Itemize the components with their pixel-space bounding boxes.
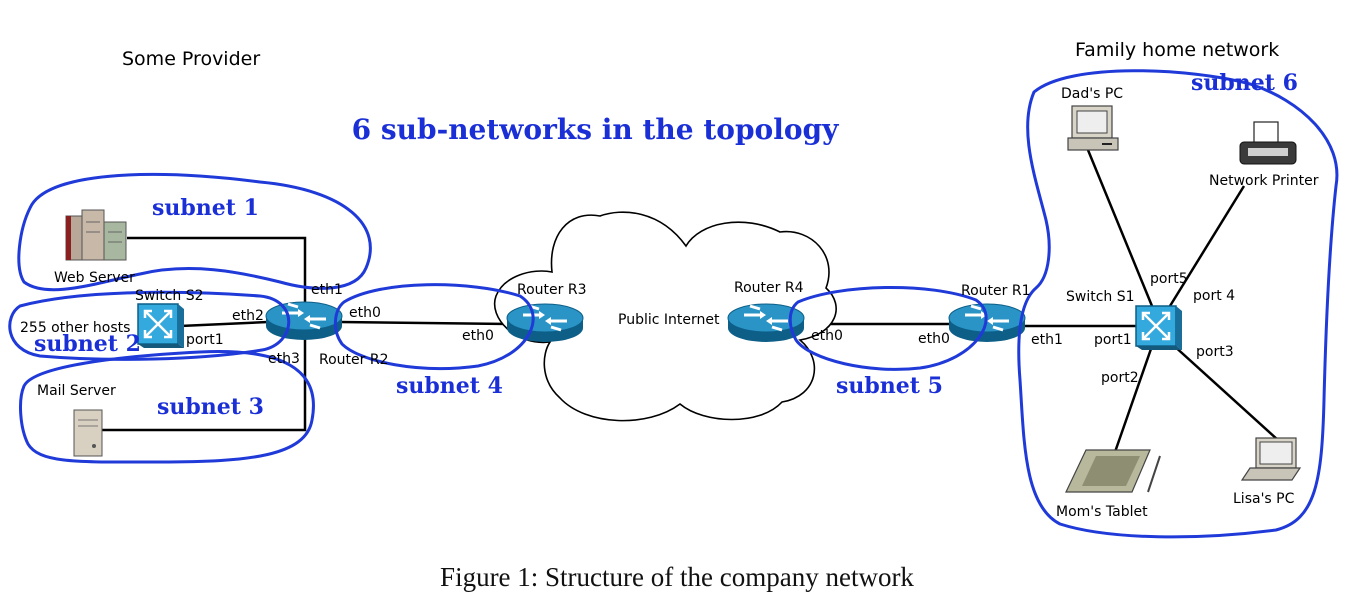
subnet-3-outline xyxy=(19,350,315,464)
r1-eth0-label: eth0 xyxy=(918,331,950,347)
subnet-2-label: subnet 2 xyxy=(34,331,141,357)
r1-eth1-label: eth1 xyxy=(1031,332,1063,348)
r2-eth2-label: eth2 xyxy=(232,308,264,324)
router-r3-icon[interactable] xyxy=(505,302,585,344)
subnet-1-outline xyxy=(17,173,372,292)
moms-tablet-icon[interactable] xyxy=(1065,449,1161,493)
switch-s2-icon[interactable] xyxy=(136,302,186,350)
figure-caption: Figure 1: Structure of the company netwo… xyxy=(440,562,914,592)
router-r2-icon[interactable] xyxy=(264,300,344,342)
r2-eth1-label: eth1 xyxy=(311,282,343,298)
link-r2-r3 xyxy=(339,320,511,326)
switch-s1-icon[interactable] xyxy=(1134,304,1184,352)
home-network-heading: Family home network xyxy=(1075,39,1279,61)
web-server-icon[interactable] xyxy=(65,209,127,261)
s2-port1-label: port1 xyxy=(186,332,224,348)
router-r3-label: Router R3 xyxy=(517,282,586,298)
dads-pc-label: Dad's PC xyxy=(1061,86,1123,102)
subnet-6-label: subnet 6 xyxy=(1191,70,1298,96)
diagram-title: 6 sub-networks in the topology xyxy=(352,113,839,146)
links xyxy=(102,149,1279,453)
subnet-4-outline xyxy=(334,283,535,371)
moms-tablet-label: Mom's Tablet xyxy=(1056,504,1148,520)
link-mailserver-r2 xyxy=(102,333,307,432)
lisas-pc-label: Lisa's PC xyxy=(1233,491,1295,507)
public-internet-label: Public Internet xyxy=(618,312,720,328)
subnet-6-outline xyxy=(1017,69,1339,539)
subnet-4-label: subnet 4 xyxy=(396,373,503,399)
s1-port4-label: port 4 xyxy=(1193,288,1235,304)
web-server-label: Web Server xyxy=(54,270,135,286)
other-hosts-label: 255 other hosts xyxy=(20,320,130,336)
subnet-1-label: subnet 1 xyxy=(152,195,259,221)
router-r2-label: Router R2 xyxy=(319,352,388,368)
network-printer-icon[interactable] xyxy=(1239,121,1297,165)
subnet-outlines xyxy=(8,69,1339,539)
r4-eth0-label: eth0 xyxy=(811,328,843,344)
s1-port1-label: port1 xyxy=(1094,332,1132,348)
router-r1-label: Router R1 xyxy=(961,283,1030,299)
switch-s1-label: Switch S1 xyxy=(1066,289,1135,305)
r3-eth0-label: eth0 xyxy=(462,328,494,344)
r2-eth0-label: eth0 xyxy=(349,305,381,321)
mail-server-label: Mail Server xyxy=(37,383,116,399)
subnet-2-outline xyxy=(8,290,291,361)
dads-pc-icon[interactable] xyxy=(1067,105,1119,151)
link-s1-dadspc xyxy=(1086,149,1154,307)
switch-s2-label: Switch S2 xyxy=(135,288,204,304)
subnet-5-outline xyxy=(788,286,988,371)
router-r4-label: Router R4 xyxy=(734,280,804,296)
link-s1-lisaspc xyxy=(1171,343,1279,441)
network-printer-label: Network Printer xyxy=(1209,173,1319,189)
s1-port5-label: port5 xyxy=(1150,271,1188,287)
s1-port3-label: port3 xyxy=(1196,344,1234,360)
r2-eth3-label: eth3 xyxy=(268,351,300,367)
subnet-3-label: subnet 3 xyxy=(157,394,264,420)
link-s2-r2 xyxy=(179,320,269,328)
subnet-5-label: subnet 5 xyxy=(836,373,943,399)
s1-port2-label: port2 xyxy=(1101,370,1139,386)
link-s1-tablet xyxy=(1113,345,1154,453)
lisas-pc-icon[interactable] xyxy=(1240,437,1302,481)
link-s1-printer xyxy=(1168,185,1246,307)
internet-cloud xyxy=(493,211,837,422)
mail-server-icon[interactable] xyxy=(73,409,103,457)
provider-heading: Some Provider xyxy=(122,48,260,70)
